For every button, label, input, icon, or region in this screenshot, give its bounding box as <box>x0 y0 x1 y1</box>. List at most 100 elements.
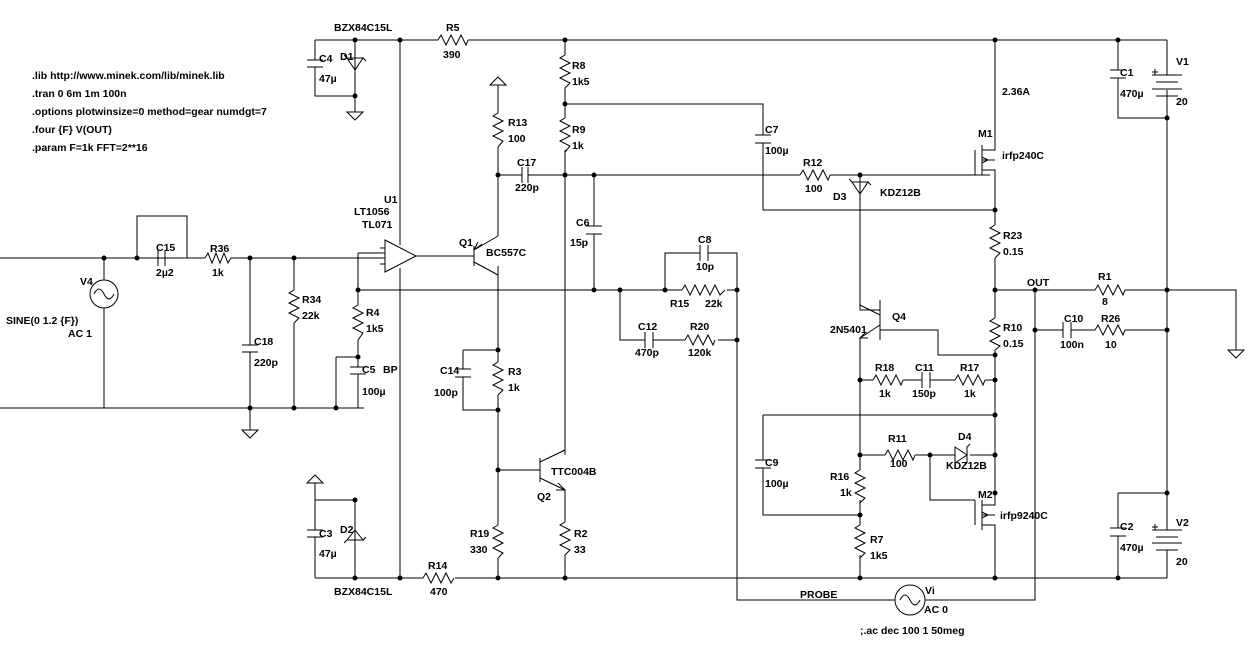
c14-symbol <box>455 368 471 378</box>
r4-value-label: 1k5 <box>366 323 384 335</box>
c1-value-label: 470µ <box>1120 88 1144 100</box>
diodes <box>343 40 971 578</box>
q2-value-label: TTC004B <box>551 466 597 478</box>
current-annotation: 2.36A <box>1002 86 1030 98</box>
c11-value-label: 150p <box>912 388 936 400</box>
directive-param: .param F=1k FFT=2**16 <box>32 142 148 154</box>
sources <box>89 65 1182 616</box>
q1-name-label: Q1 <box>459 237 473 249</box>
c15-value-label: 2µ2 <box>156 267 174 279</box>
r1-symbol <box>1094 283 1126 297</box>
d4-value-label: KDZ12B <box>946 460 987 472</box>
c6-symbol <box>586 225 602 235</box>
r26-symbol <box>1094 323 1126 337</box>
vi-name-label: Vi <box>925 585 935 597</box>
r13-name-label: R13 <box>508 117 527 129</box>
q4-symbol <box>858 300 881 340</box>
d4-name-label: D4 <box>958 431 972 443</box>
c12-name-label: C12 <box>638 321 657 333</box>
c8-name-label: C8 <box>698 234 712 246</box>
c15-name-label: C15 <box>156 242 175 254</box>
q2-symbol <box>539 449 567 491</box>
v4-ac-label: AC 1 <box>68 328 92 340</box>
r36-symbol <box>204 251 232 265</box>
r3-symbol <box>491 361 505 396</box>
r14-symbol <box>422 571 455 585</box>
r14-name-label: R14 <box>428 560 447 572</box>
c3-name-label: C3 <box>319 528 333 540</box>
r5-value-label: 390 <box>443 49 461 61</box>
vi-value-label: AC 0 <box>924 604 948 616</box>
r10-symbol <box>988 317 1002 351</box>
c2-name-label: C2 <box>1120 521 1134 533</box>
r7-name-label: R7 <box>870 534 884 546</box>
r17-value-label: 1k <box>964 388 976 400</box>
d1-value-label: BZX84C15L <box>334 22 393 34</box>
u1-symbol <box>384 239 418 273</box>
r3-name-label: R3 <box>508 366 522 378</box>
r18-symbol <box>872 373 904 387</box>
m2-name-label: M2 <box>978 489 993 501</box>
r13-value-label: 100 <box>508 133 526 145</box>
u1-value-label: LT1056 <box>354 206 390 218</box>
directive-tran: .tran 0 6m 1m 100n <box>32 88 127 100</box>
r3-value-label: 1k <box>508 382 520 394</box>
r23-symbol <box>988 224 1002 259</box>
r16-name-label: R16 <box>830 471 849 483</box>
c1-name-label: C1 <box>1120 67 1134 79</box>
net-label-out: OUT <box>1027 277 1050 289</box>
c4-value-label: 47µ <box>319 73 337 85</box>
r18-name-label: R18 <box>875 362 894 374</box>
r26-name-label: R26 <box>1101 313 1120 325</box>
c10-name-label: C10 <box>1064 313 1083 325</box>
d1-name-label: D1 <box>340 51 354 63</box>
m1-value-label: irfp240C <box>1002 150 1044 162</box>
v2-value-label: 20 <box>1176 556 1188 568</box>
c18-name-label: C18 <box>254 336 273 348</box>
d3-name-label: D3 <box>833 191 847 203</box>
r1-name-label: R1 <box>1098 271 1112 283</box>
r19-value-label: 330 <box>470 544 488 556</box>
c12-value-label: 470p <box>635 347 659 359</box>
c12-symbol <box>644 332 654 348</box>
c2-symbol <box>1110 527 1126 537</box>
u1-name-label: U1 <box>384 194 398 206</box>
r12-value-label: 100 <box>805 183 823 195</box>
r36-name-label: R36 <box>210 243 229 255</box>
c8-value-label: 10p <box>696 261 714 273</box>
m1-name-label: M1 <box>978 128 993 140</box>
resistors <box>204 33 1126 585</box>
c14-name-label: C14 <box>440 365 459 377</box>
r1-value-label: 8 <box>1102 296 1108 308</box>
directive-options: .options plotwinsize=0 method=gear numdg… <box>32 106 267 118</box>
c4-name-label: C4 <box>319 53 333 65</box>
r2-name-label: R2 <box>574 528 588 540</box>
c9-symbol <box>755 459 771 469</box>
r23-value-label: 0.15 <box>1003 246 1024 258</box>
ground-icon <box>1226 349 1246 359</box>
r20-name-label: R20 <box>690 321 709 333</box>
r7-value-label: 1k5 <box>870 550 888 562</box>
r12-name-label: R12 <box>803 157 822 169</box>
q4-value-label: 2N5401 <box>830 324 867 336</box>
r15-symbol <box>681 283 726 297</box>
r5-name-label: R5 <box>446 22 460 34</box>
q1-symbol <box>473 235 499 276</box>
r2-value-label: 33 <box>574 544 586 556</box>
supply-flag-icon <box>488 76 508 86</box>
d3-value-label: KDZ12B <box>880 187 921 199</box>
r9-value-label: 1k <box>572 140 584 152</box>
v2-name-label: V2 <box>1176 517 1189 529</box>
r7-symbol <box>853 524 867 559</box>
r11-value-label: 100 <box>890 458 908 470</box>
d1-symbol <box>343 40 367 96</box>
r36-value-label: 1k <box>212 267 224 279</box>
d2-symbol <box>343 500 367 578</box>
r34-name-label: R34 <box>302 294 321 306</box>
r34-symbol <box>287 289 301 324</box>
r34-value-label: 22k <box>302 310 320 322</box>
r4-symbol <box>351 304 365 341</box>
v1-value-label: 20 <box>1176 96 1188 108</box>
